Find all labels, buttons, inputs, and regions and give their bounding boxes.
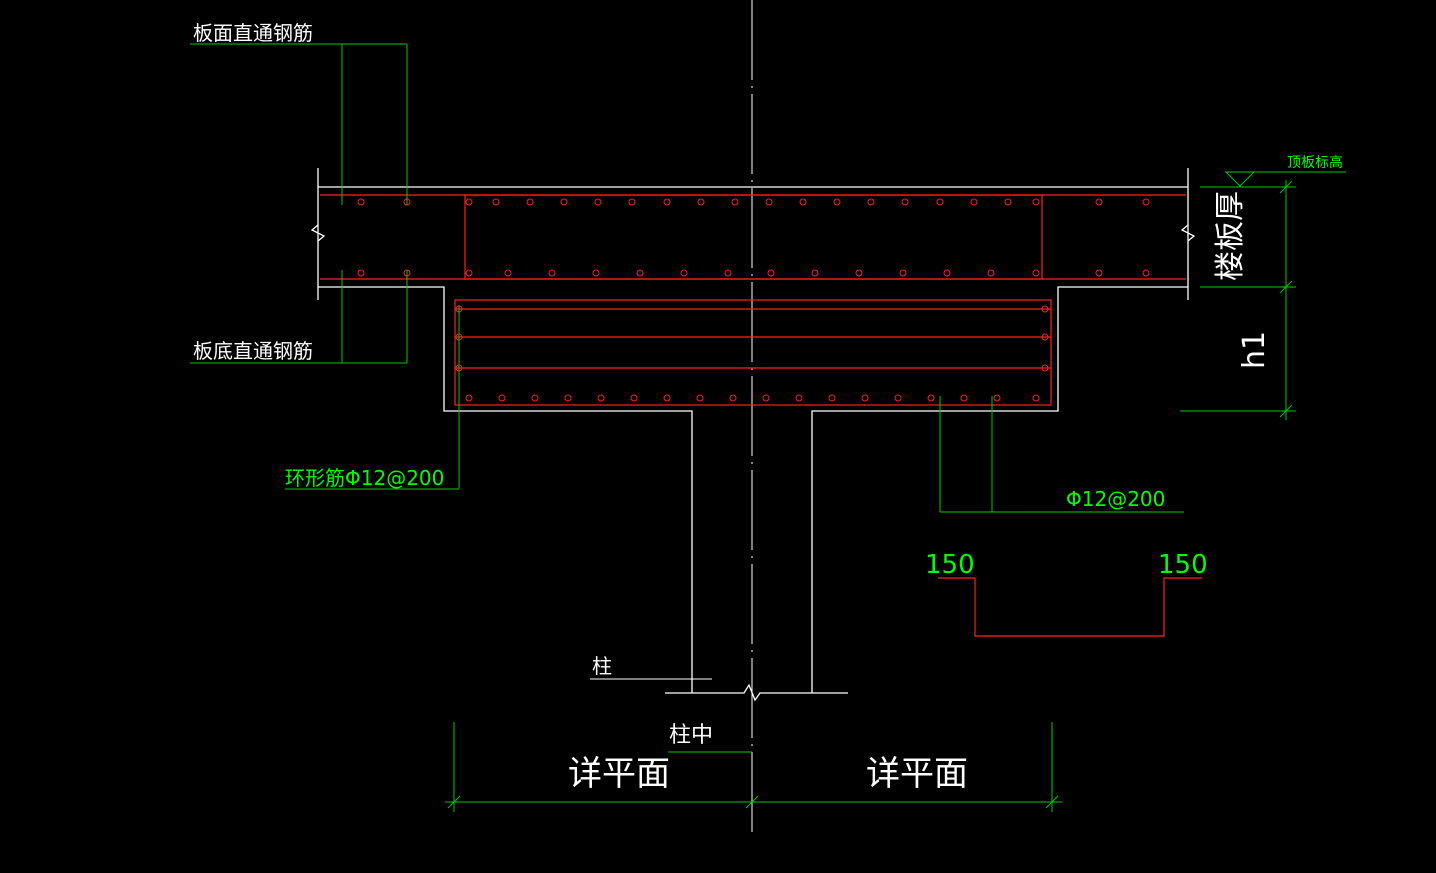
column-label: 柱 <box>592 654 612 678</box>
rebar-dot <box>592 269 600 277</box>
rebar-dot <box>987 269 995 277</box>
rebar-dot <box>357 269 365 277</box>
rebar-dot <box>465 269 473 277</box>
rebar-dot <box>597 394 605 402</box>
rebar-dot <box>867 198 875 206</box>
column-center-label: 柱中 <box>669 723 713 748</box>
rebar-dot <box>1041 333 1049 341</box>
rebar-dot <box>970 198 978 206</box>
rebar-dot <box>630 394 638 402</box>
rebar-dot <box>828 394 836 402</box>
slab-thickness-label: 楼板厚 <box>1213 191 1248 281</box>
top-elevation-label: 顶板标高 <box>1287 154 1343 171</box>
rebar-dot <box>936 198 944 206</box>
rebar-bar-dots <box>357 198 1150 402</box>
rebar-dot <box>594 198 602 206</box>
rebar-dot <box>724 269 732 277</box>
rebar-dot <box>564 394 572 402</box>
rebar-dot <box>765 198 773 206</box>
rebar-dot <box>628 198 636 206</box>
rebar-dot <box>548 269 556 277</box>
rebar-dot <box>894 394 902 402</box>
rebar-dot <box>943 269 951 277</box>
rebar-dot <box>767 269 775 277</box>
rebar-dot <box>663 198 671 206</box>
rebar-dot <box>927 394 935 402</box>
concrete-outline <box>310 168 1196 702</box>
rebar-dot <box>1041 305 1049 313</box>
rebar-dot <box>663 394 671 402</box>
rebar-dot <box>636 269 644 277</box>
rebar-dot <box>1095 198 1103 206</box>
bottom-rebar-label: 板底直通钢筋 <box>193 339 313 363</box>
rebar-cage <box>320 194 1202 637</box>
rebar-dot <box>1041 364 1049 372</box>
rebar-dot <box>492 198 500 206</box>
rebar-dot <box>357 198 365 206</box>
rebar-dot <box>795 394 803 402</box>
ring-rebar-label: 环形筋Φ12@200 <box>285 466 444 490</box>
rebar-dot <box>697 198 705 206</box>
rebar-dot <box>729 394 737 402</box>
rebar-dot <box>696 394 704 402</box>
rebar-dot <box>1142 198 1150 206</box>
rebar-dot <box>731 198 739 206</box>
rebar-dot <box>526 198 534 206</box>
rebar-dot <box>1032 394 1040 402</box>
rebar-dot <box>899 269 907 277</box>
rebar-dot <box>833 198 841 206</box>
rebar-spec-label: Φ12@200 <box>1066 487 1165 511</box>
hook-right-dimension: 150 <box>1158 550 1208 580</box>
rebar-dot <box>1004 198 1012 206</box>
rebar-dot <box>1032 198 1040 206</box>
h1-label: h1 <box>1237 331 1272 369</box>
rebar-dot <box>504 269 512 277</box>
rebar-dot <box>861 394 869 402</box>
rebar-dot <box>799 198 807 206</box>
rebar-dot <box>531 394 539 402</box>
rebar-dot <box>960 394 968 402</box>
rebar-dot <box>993 394 1001 402</box>
rebar-dot <box>762 394 770 402</box>
rebar-dot <box>465 198 473 206</box>
rebar-dot <box>1032 269 1040 277</box>
top-rebar-label: 板面直通钢筋 <box>193 21 313 45</box>
rebar-dot <box>855 269 863 277</box>
rebar-dot <box>811 269 819 277</box>
rebar-dot <box>680 269 688 277</box>
rebar-dot <box>465 394 473 402</box>
rebar-dot <box>901 198 909 206</box>
see-plan-left-label: 详平面 <box>568 754 670 794</box>
see-plan-right-label: 详平面 <box>866 754 968 794</box>
rebar-dot <box>498 394 506 402</box>
dimension-lines <box>190 43 1346 812</box>
rebar-dot <box>560 198 568 206</box>
hook-left-dimension: 150 <box>925 550 975 580</box>
rebar-dot <box>1095 269 1103 277</box>
rebar-dot <box>1142 269 1150 277</box>
